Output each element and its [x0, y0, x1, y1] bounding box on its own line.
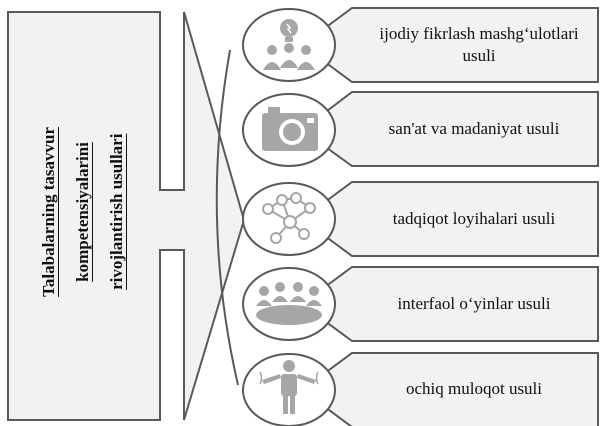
- camera-icon: [262, 107, 318, 151]
- speaker-person-icon: [259, 360, 319, 414]
- left-title-line2: kompetensiyalarini: [73, 142, 92, 282]
- method-box-5: [300, 352, 599, 426]
- method-box-3: [300, 181, 599, 257]
- brain-group-icon: [263, 19, 315, 70]
- left-title: Talabalarning tasavvur kompetensiyalarin…: [8, 12, 158, 412]
- left-title-line3: rivojlantirish usullari: [107, 133, 126, 291]
- icon-circle-1: [242, 8, 336, 82]
- method-label-1: ijodiy fikrlash mashg‘ulotlari usuli: [379, 24, 579, 65]
- connector-curve: [215, 49, 239, 386]
- method-label-2: san'at va madaniyat usuli: [388, 119, 560, 138]
- method-box-2: [300, 91, 599, 167]
- team-meeting-icon: [256, 282, 322, 325]
- icon-circle-2: [242, 93, 336, 167]
- icon-circle-4: [242, 267, 336, 341]
- icon-circle-5: [242, 353, 336, 426]
- method-label-3: tadqiqot loyihalari usuli: [392, 209, 556, 228]
- left-arrow-panel: [7, 11, 246, 421]
- method-box-4: [300, 266, 599, 342]
- icon-circle-3: [242, 182, 336, 256]
- method-label-4: interfaol o‘yinlar usuli: [397, 294, 551, 313]
- method-box-1: [300, 7, 599, 83]
- network-icon: [262, 192, 316, 244]
- method-label-5: ochiq muloqot usuli: [406, 379, 542, 398]
- left-title-line1: Talabalarning tasavvur: [39, 127, 58, 297]
